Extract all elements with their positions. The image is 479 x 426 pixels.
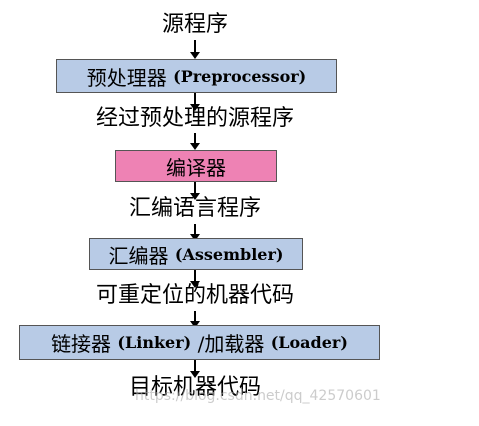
assembler-box: 汇编器 (Assembler) <box>89 238 303 270</box>
preprocessed-source-label: 经过预处理的源程序 <box>95 106 294 131</box>
source-program-label: 源程序 <box>161 12 228 37</box>
assembler-label: 汇编器 <box>108 243 169 268</box>
preprocessor-label: 预处理器 <box>86 65 167 90</box>
linker-loader-box: 链接器 (Linker) /加载器 (Loader) <box>19 325 380 360</box>
target-machine-code-label: 目标机器代码 <box>128 375 261 400</box>
arrow-5 <box>190 224 200 241</box>
arrow-1 <box>190 40 200 59</box>
assembly-program-label: 汇编语言程序 <box>128 196 261 221</box>
linker-label: 链接器 <box>51 332 112 356</box>
compiler-box: 编译器 <box>115 150 277 182</box>
relocatable-code-label: 可重定位的机器代码 <box>95 283 294 308</box>
arrow-6 <box>190 270 200 288</box>
assembler-en-label: (Assembler) <box>174 244 284 264</box>
arrow-7 <box>190 311 200 328</box>
preprocessor-en-label: (Preprocessor) <box>173 66 307 86</box>
preprocessor-box: 预处理器 (Preprocessor) <box>56 59 337 93</box>
linker-en-label: (Linker) <box>117 333 192 352</box>
arrow-3 <box>190 133 200 150</box>
arrow-2 <box>190 93 200 111</box>
loader-en-label: (Loader) <box>270 333 348 352</box>
arrow-8 <box>190 360 200 378</box>
watermark: https://blog.csdn.net/qq_42570601 <box>135 388 381 404</box>
arrow-4 <box>190 182 200 200</box>
compiler-label: 编译器 <box>166 155 226 180</box>
loader-label: /加载器 <box>197 332 265 356</box>
